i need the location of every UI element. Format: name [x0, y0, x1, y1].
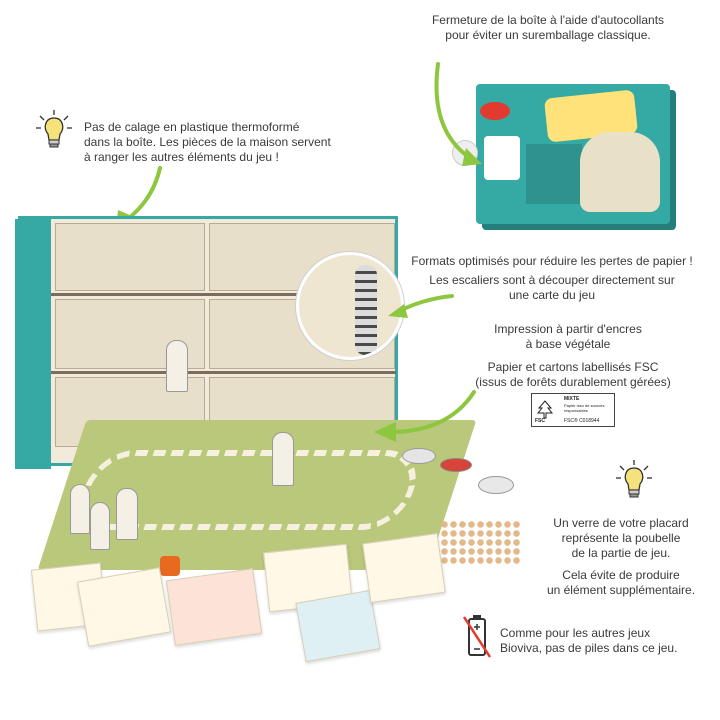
staircase-zoom — [296, 252, 404, 360]
figure-pawn — [70, 484, 90, 534]
figure-pawn — [116, 488, 138, 540]
game-card — [76, 567, 172, 647]
bioviva-logo — [480, 102, 510, 120]
game-box-photo — [476, 84, 670, 224]
game-token — [440, 458, 472, 472]
note-inks: Impression à partir d'encres à base végé… — [494, 322, 642, 351]
floor-line — [51, 293, 396, 296]
fsc-label: FSC MIXTE Papier issu de sources respons… — [531, 393, 615, 427]
figure-pawn — [272, 432, 294, 486]
arrow-formats — [388, 294, 454, 318]
no-battery-icon — [462, 615, 492, 658]
note-sticker-closure: Fermeture de la boîte à l'aide d'autocol… — [431, 13, 665, 42]
note-battery: Comme pour les autres jeux Bioviva, pas … — [500, 626, 678, 655]
die — [160, 556, 180, 576]
floor-line — [51, 371, 396, 374]
note-formats: Formats optimisés pour réduire les perte… — [411, 254, 693, 302]
box-illustration — [580, 132, 660, 212]
game-token — [402, 448, 436, 464]
wooden-beads — [440, 520, 520, 564]
game-card — [295, 589, 381, 663]
note-avoid: Cela évite de produire un élément supplé… — [546, 568, 696, 597]
lightbulb-icon — [616, 460, 652, 498]
lightbulb-icon — [36, 110, 72, 148]
fsc-tree-icon — [536, 400, 554, 419]
note-paper: Papier et cartons labellisés FSC (issus … — [475, 360, 671, 389]
arrow-closure — [434, 62, 482, 166]
note-glass: Un verre de votre placard représente la … — [553, 516, 689, 560]
figure-pawn — [166, 340, 188, 392]
room-top-left — [55, 223, 205, 291]
spiral-staircase — [355, 265, 377, 355]
box-strip — [526, 144, 582, 204]
box-label — [484, 136, 520, 180]
game-card — [362, 533, 446, 603]
figure-pawn — [90, 502, 110, 550]
arrow-paper — [374, 390, 476, 442]
note-no-plastic: Pas de calage en plastique thermoformé d… — [84, 120, 331, 164]
game-card — [165, 568, 263, 646]
box-side — [15, 219, 51, 469]
game-token — [478, 476, 514, 494]
